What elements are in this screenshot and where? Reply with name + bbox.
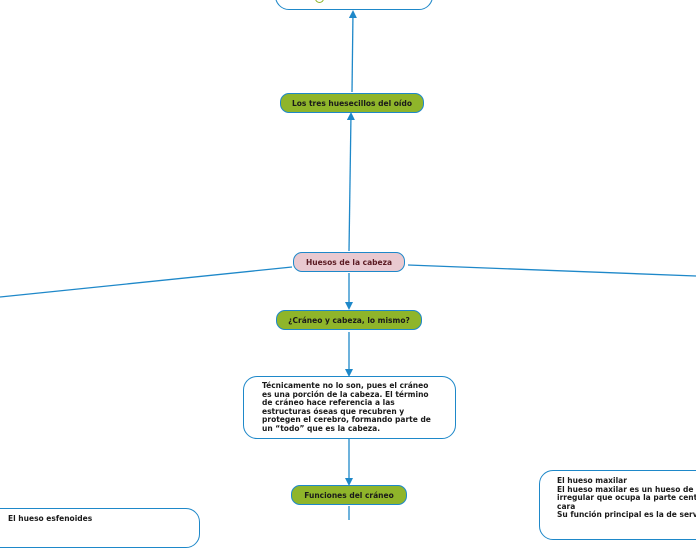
top-card[interactable] <box>275 0 433 10</box>
maxilar-line-4: Su función principal es la de servir <box>557 510 696 520</box>
esfenoides-title: El hueso esfenoides <box>8 514 93 523</box>
node-funciones[interactable]: Funciones del cráneo <box>291 485 407 505</box>
node-tecnicamente[interactable]: Técnicamente no lo son, pues el cráneo e… <box>243 376 456 439</box>
connector-layer <box>0 10 696 520</box>
connector-cabeza-left <box>0 266 293 298</box>
node-huesos-cabeza[interactable]: Huesos de la cabeza <box>293 252 405 272</box>
maxilar-title: El hueso maxilar <box>557 476 627 485</box>
maxilar-line-2: irregular que ocupa la parte central <box>557 493 696 503</box>
node-huesecillos[interactable]: Los tres huesecillos del oído <box>280 93 424 113</box>
maxilar-line-1: El hueso maxilar es un hueso de mo <box>557 484 696 494</box>
connector-cabeza-huesecillos <box>346 112 355 252</box>
node-craneo-cabeza[interactable]: ¿Cráneo y cabeza, lo mismo? <box>276 310 422 330</box>
connector-cabeza-right <box>407 264 696 277</box>
node-hueso-maxilar[interactable]: El hueso maxilar El hueso maxilar es un … <box>539 470 696 540</box>
maxilar-line-3: cara <box>557 501 576 511</box>
node-hueso-esfenoides[interactable]: El hueso esfenoides <box>0 508 200 548</box>
connector-huesecillos-top <box>348 10 357 93</box>
tecnicamente-text: Técnicamente no lo son, pues el cráneo e… <box>262 381 431 433</box>
